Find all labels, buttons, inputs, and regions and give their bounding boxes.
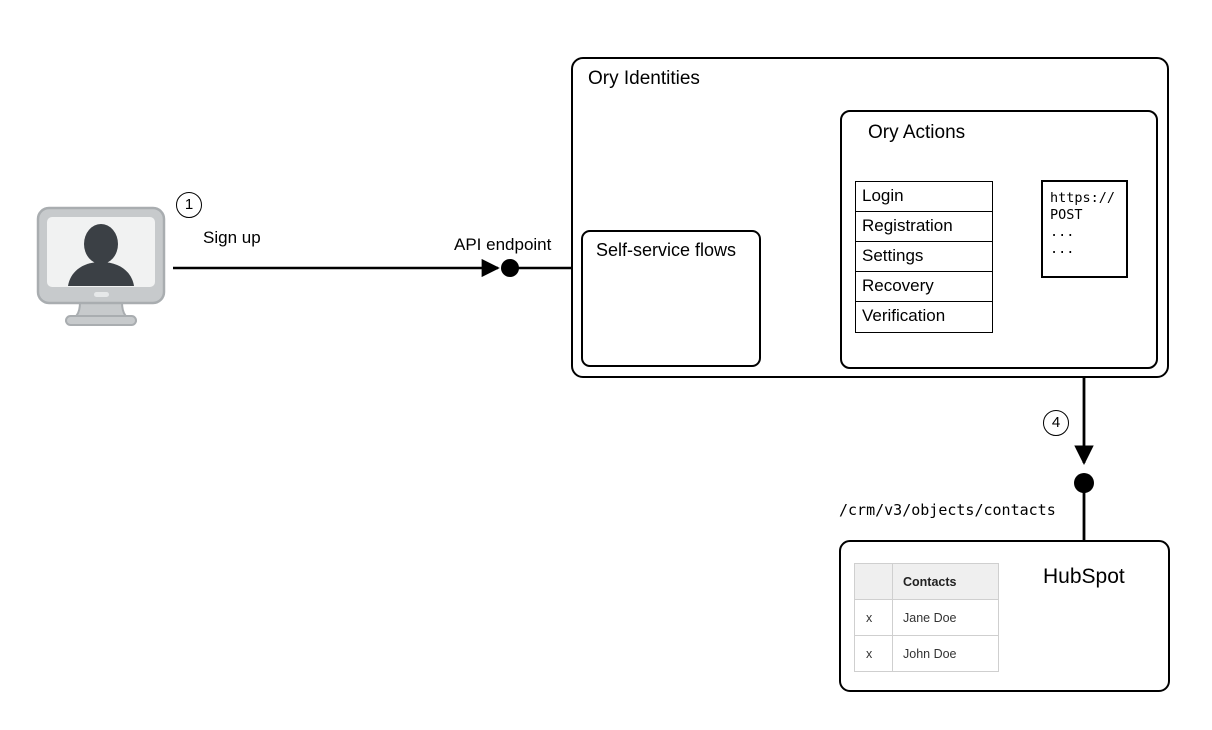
row-select-cell[interactable]: x xyxy=(854,599,893,636)
step-badge-4: 4 xyxy=(1043,410,1069,436)
flow-row-recovery[interactable]: Recovery xyxy=(856,272,992,302)
table-row[interactable]: x Jane Doe xyxy=(854,599,999,636)
self-service-flows-title: Self-service flows xyxy=(596,240,737,260)
column-header-select xyxy=(854,563,893,600)
flow-row-login[interactable]: Login xyxy=(856,182,992,212)
flow-row-registration[interactable]: Registration xyxy=(856,212,992,242)
edge-label-crm-path: /crm/v3/objects/contacts xyxy=(839,501,1056,519)
ory-identities-title: Ory Identities xyxy=(588,68,700,89)
self-service-flows-box xyxy=(581,230,761,367)
ory-actions-title: Ory Actions xyxy=(868,122,966,143)
edge-label-api-endpoint: API endpoint xyxy=(454,235,552,254)
contacts-table: Contacts x Jane Doe x John Doe xyxy=(854,563,999,672)
hubspot-title: HubSpot xyxy=(1043,565,1125,588)
column-header-contacts: Contacts xyxy=(892,563,999,600)
step-badge-1: 1 xyxy=(176,192,202,218)
row-contact-name: John Doe xyxy=(892,635,999,672)
flow-list: Login Registration Settings Recovery Ver… xyxy=(855,181,993,333)
row-select-cell[interactable]: x xyxy=(854,635,893,672)
api-endpoint-dot xyxy=(501,259,519,277)
hubspot-endpoint-dot xyxy=(1074,473,1094,493)
table-header-row: Contacts xyxy=(854,563,999,600)
edge-label-sign-up: Sign up xyxy=(203,228,261,247)
flow-row-settings[interactable]: Settings xyxy=(856,242,992,272)
webhook-request-box: https:// POST ... ... xyxy=(1041,180,1128,278)
row-contact-name: Jane Doe xyxy=(892,599,999,636)
monitor-user-icon xyxy=(36,206,166,326)
webhook-request-code: https:// POST ... ... xyxy=(1050,190,1116,257)
table-row[interactable]: x John Doe xyxy=(854,635,999,672)
flow-row-verification[interactable]: Verification xyxy=(856,302,992,332)
